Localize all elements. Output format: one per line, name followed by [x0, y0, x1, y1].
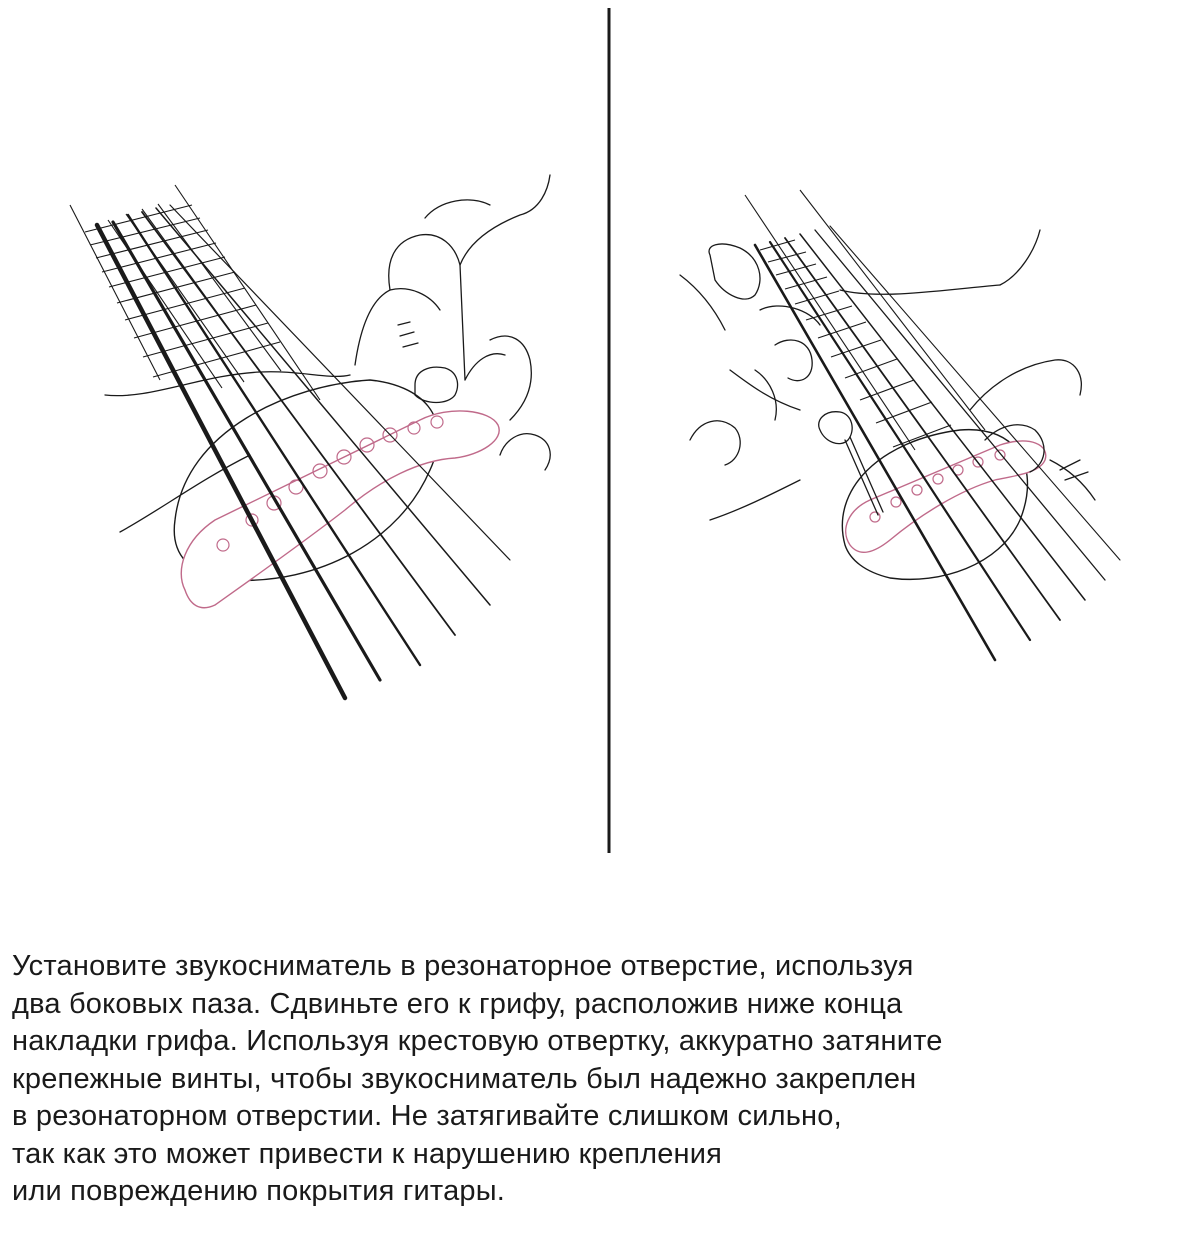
right-pickup	[845, 440, 1047, 553]
caption-line: накладки грифа. Используя крестовую отве…	[12, 1025, 943, 1057]
right-hands	[679, 229, 1096, 521]
caption-line: крепежные винты, чтобы звукосниматель бы…	[12, 1062, 917, 1095]
caption-line: так как это может привести к нарушению к…	[12, 1137, 723, 1170]
right-strings	[753, 225, 1121, 662]
caption-line: два боковых паза. Сдвиньте его к грифу, …	[12, 987, 903, 1020]
installation-illustration	[69, 8, 1121, 853]
left-strings	[94, 204, 511, 701]
right-panel-drawing	[679, 189, 1121, 662]
left-fretboard	[69, 184, 321, 401]
caption-line: Установите звукосниматель в резонаторное…	[12, 950, 914, 982]
left-panel-drawing	[69, 174, 551, 701]
caption-line: или повреждению покрытия гитары.	[12, 1175, 506, 1207]
left-hand	[104, 174, 551, 533]
caption-line: в резонаторном отверстии. Не затягивайте…	[12, 1100, 842, 1132]
instruction-caption: Установите звукосниматель в резонаторное…	[12, 948, 1192, 1211]
left-pickup	[180, 410, 500, 609]
right-soundhole	[841, 429, 1029, 581]
screwdriver	[818, 411, 884, 516]
right-fretboard	[744, 189, 986, 451]
